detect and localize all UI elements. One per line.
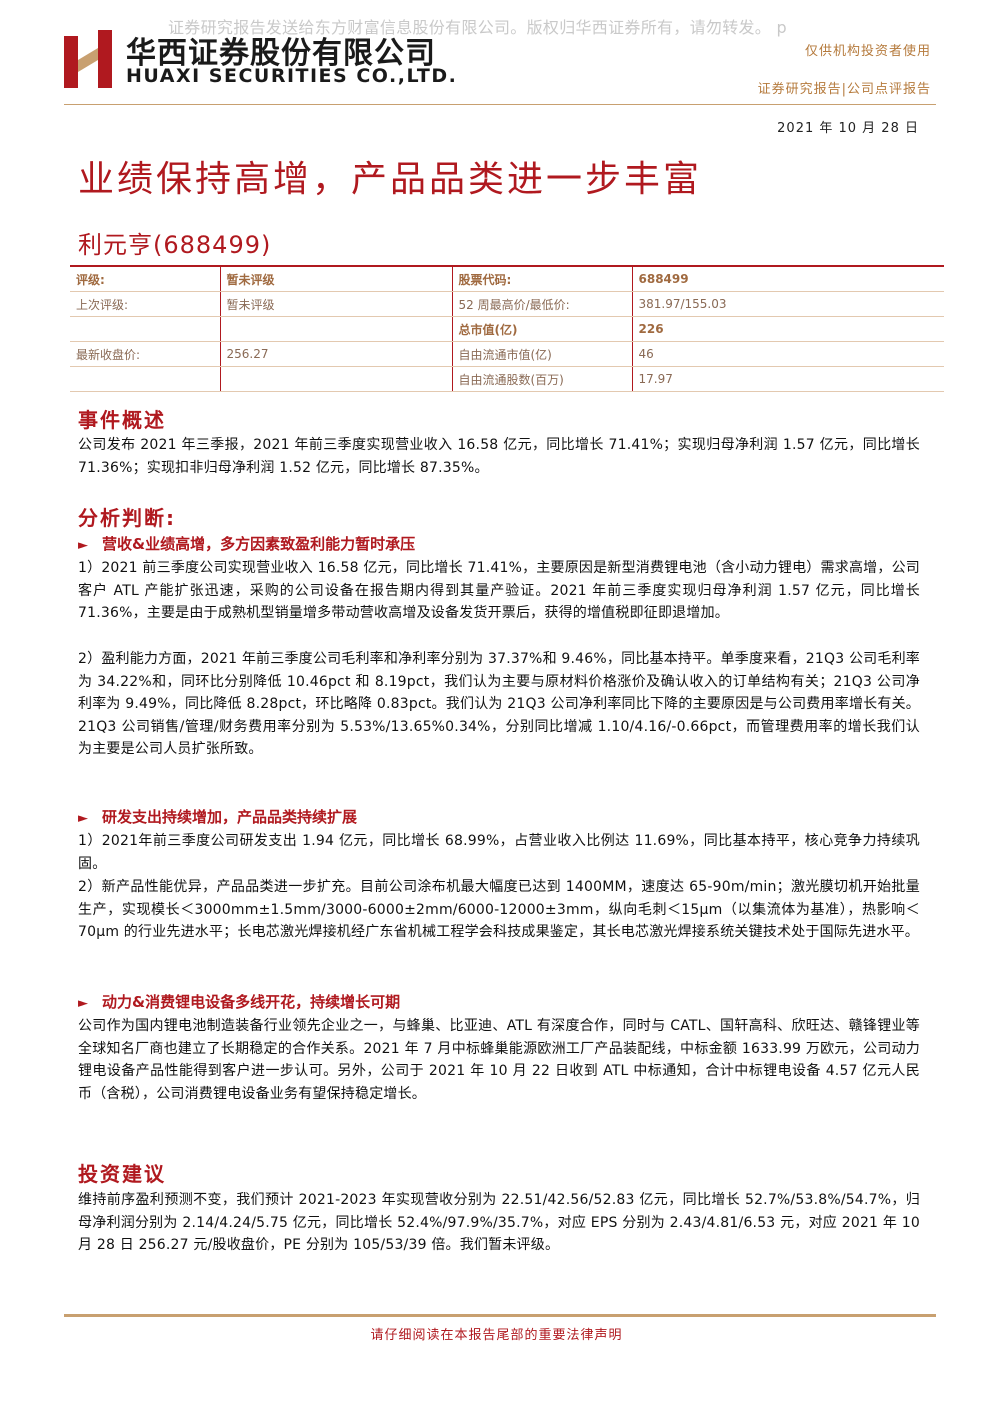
company-name-en: HUAXI SECURITIES CO.,LTD. bbox=[126, 65, 458, 87]
investment-heading: 投资建议 bbox=[78, 1162, 166, 1186]
table-cell: 自由流通股数(百万) bbox=[452, 366, 633, 392]
huaxi-logo-icon bbox=[64, 30, 112, 88]
sub3-paragraph-1: 公司作为国内锂电池制造装备行业领先企业之一，与蜂巢、比亚迪、ATL 有深度合作，… bbox=[78, 1018, 920, 1102]
triangle-right-icon: ► bbox=[78, 538, 88, 553]
table-cell bbox=[220, 316, 453, 342]
table-cell: 上次评级: bbox=[70, 291, 221, 317]
sub1-paragraph-2: 2）盈利能力方面，2021 年前三季度公司毛利率和净利率分别为 37.37%和 … bbox=[78, 651, 920, 757]
table-cell bbox=[70, 316, 221, 342]
watermark-text: 证券研究报告发送给东方财富信息股份有限公司。版权归华西证券所有，请勿转发。 p bbox=[168, 18, 787, 37]
stock-name: 利元亨(688499) bbox=[78, 231, 272, 259]
table-cell bbox=[70, 366, 221, 392]
report-date: 2021 年 10 月 28 日 bbox=[777, 121, 919, 136]
table-cell: 17.97 bbox=[632, 366, 944, 392]
table-cell: 256.27 bbox=[220, 341, 453, 367]
table-cell: 评级: bbox=[70, 266, 221, 292]
header-divider bbox=[64, 104, 936, 105]
sub2-paragraph-2: 2）新产品性能优异，产品品类进一步扩充。目前公司涂布机最大幅度已达到 1400M… bbox=[78, 879, 920, 940]
subheading-text: 研发支出持续增加，产品品类持续扩展 bbox=[102, 808, 358, 826]
table-cell: 226 bbox=[632, 316, 944, 342]
audience-tag: 仅供机构投资者使用 bbox=[804, 44, 931, 59]
table-row: 最新收盘价: 256.27 自由流通市值(亿) 46 bbox=[70, 341, 944, 367]
sub1-paragraph-1: 1）2021 前三季度公司实现营业收入 16.58 亿元，同比增长 71.41%… bbox=[78, 560, 920, 621]
table-row: 自由流通股数(百万) 17.97 bbox=[70, 366, 944, 392]
subheading-2: ► 研发支出持续增加，产品品类持续扩展 bbox=[78, 806, 357, 827]
subheading-3: ► 动力&消费锂电设备多线开花，持续增长可期 bbox=[78, 991, 400, 1012]
subheading-text: 营收&业绩高增，多方因素致盈利能力暂时承压 bbox=[102, 535, 416, 553]
report-title: 业绩保持高增，产品品类进一步丰富 bbox=[78, 159, 703, 200]
triangle-right-icon: ► bbox=[78, 996, 88, 1011]
table-cell: 总市值(亿) bbox=[452, 316, 633, 342]
table-cell: 自由流通市值(亿) bbox=[452, 341, 633, 367]
table-row: 总市值(亿) 226 bbox=[70, 316, 944, 342]
table-cell: 暂未评级 bbox=[220, 266, 453, 292]
subheading-1: ► 营收&业绩高增，多方因素致盈利能力暂时承压 bbox=[78, 533, 415, 554]
table-cell: 暂未评级 bbox=[220, 291, 453, 317]
report-type-tag: 证券研究报告|公司点评报告 bbox=[757, 82, 931, 97]
investment-paragraph: 维持前序盈利预测不变，我们预计 2021-2023 年实现营收分别为 22.51… bbox=[78, 1192, 920, 1253]
sub2-paragraph-1: 1）2021年前三季度公司研发支出 1.94 亿元，同比增长 68.99%，占营… bbox=[78, 833, 920, 872]
table-row: 评级: 暂未评级 股票代码: 688499 bbox=[70, 266, 944, 292]
table-cell: 381.97/155.03 bbox=[632, 291, 944, 317]
company-name-cn: 华西证券股份有限公司 bbox=[126, 36, 436, 71]
triangle-right-icon: ► bbox=[78, 811, 88, 826]
legal-notice: 请仔细阅读在本报告尾部的重要法律声明 bbox=[370, 1328, 623, 1343]
table-cell: 最新收盘价: bbox=[70, 341, 221, 367]
event-heading: 事件概述 bbox=[78, 408, 166, 432]
analysis-heading: 分析判断: bbox=[78, 506, 176, 530]
table-cell: 46 bbox=[632, 341, 944, 367]
footer-divider bbox=[64, 1314, 936, 1317]
table-cell: 688499 bbox=[632, 266, 944, 292]
table-cell bbox=[220, 366, 453, 392]
table-cell: 股票代码: bbox=[452, 266, 633, 292]
subheading-text: 动力&消费锂电设备多线开花，持续增长可期 bbox=[102, 993, 401, 1011]
table-cell: 52 周最高价/最低价: bbox=[452, 291, 633, 317]
table-row: 上次评级: 暂未评级 52 周最高价/最低价: 381.97/155.03 bbox=[70, 291, 944, 317]
stock-info-table: 评级: 暂未评级 股票代码: 688499 上次评级: 暂未评级 52 周最高价… bbox=[70, 265, 944, 392]
event-paragraph: 公司发布 2021 年三季报，2021 年前三季度实现营业收入 16.58 亿元… bbox=[78, 437, 920, 476]
